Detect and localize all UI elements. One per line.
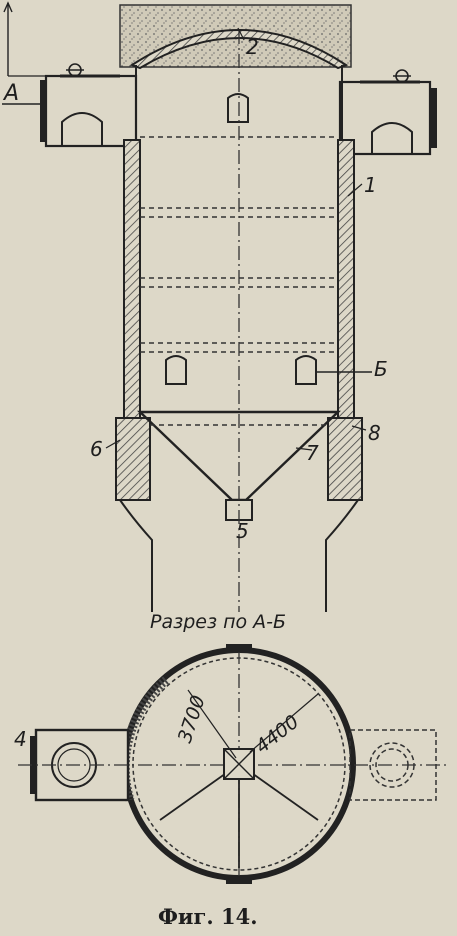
marker-a: А xyxy=(2,81,19,106)
section-elevation: А Б 2 1 6 8 7 5 Разрез по А-Б xyxy=(2,1,437,633)
part-7: 6 xyxy=(90,437,103,461)
inspection-windows xyxy=(165,93,317,385)
part-1: 1 xyxy=(364,173,377,197)
part-4: 4 xyxy=(14,727,27,751)
dimension-inner: 3700 xyxy=(174,693,210,746)
dimension-outer: 4400 xyxy=(252,711,304,758)
inlet-duct-left xyxy=(40,63,138,148)
shell-wall-right xyxy=(337,139,355,419)
plan-view: 3700 4400 4 xyxy=(14,644,450,884)
support-skirt-left xyxy=(119,499,153,612)
shell-wall-left xyxy=(123,139,141,419)
part-5: 5 xyxy=(236,519,249,543)
support-ring-left xyxy=(115,417,151,501)
support-ring-right xyxy=(327,417,363,501)
part-2: 2 xyxy=(246,35,259,59)
figure-caption: Фиг. 14. xyxy=(158,904,258,929)
support-skirt-right xyxy=(325,499,359,612)
part-8: 8 xyxy=(368,421,381,445)
section-title: Разрез по А-Б xyxy=(150,611,286,633)
part-6: 7 xyxy=(306,441,319,465)
marker-b: Б xyxy=(374,357,388,381)
